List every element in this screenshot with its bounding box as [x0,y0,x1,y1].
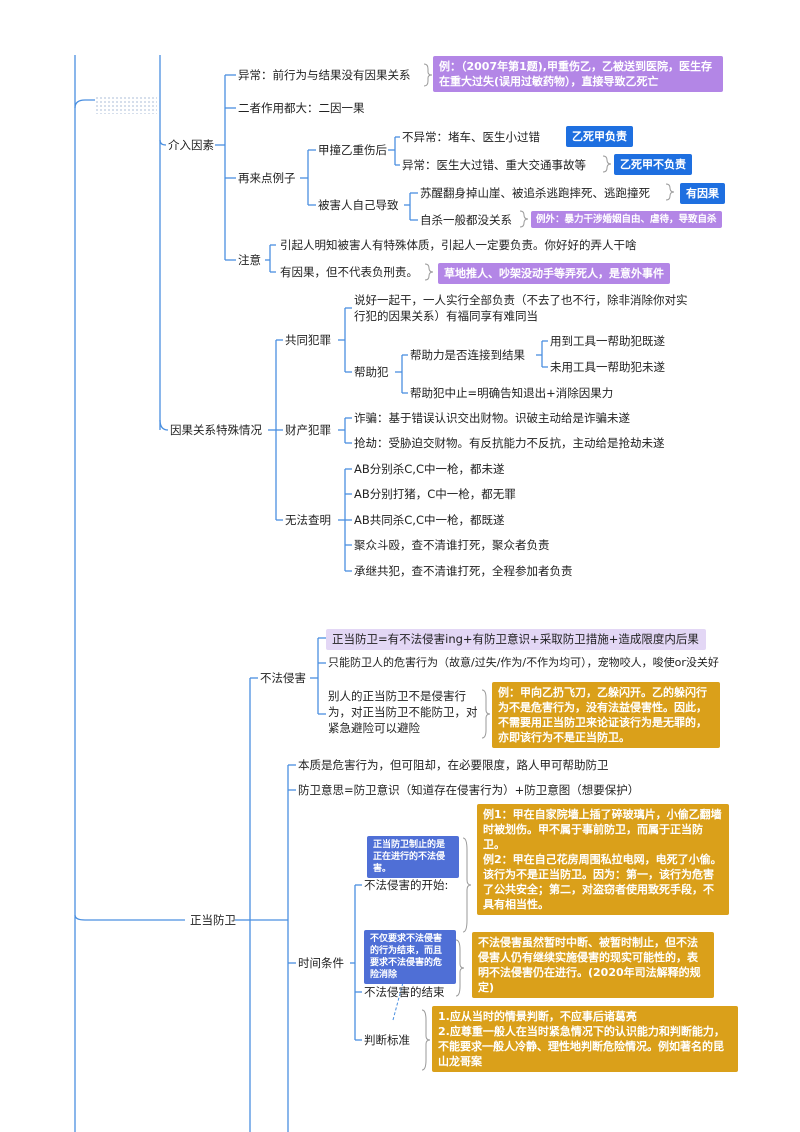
node-not-abnormal: 不异常：堵车、医生小过错 [402,130,540,144]
start-example-box: 例1：甲在自家院墙上插了碎玻璃片，小偷乙翻墙时被划伤。甲不属于事前防卫，而属于正… [477,804,729,915]
node-unlawful-infringement: 不法侵害 [260,671,306,685]
node-attention: 注意 [238,253,261,267]
node-abnormal: 异常：前行为与结果没有因果关系 [238,68,411,82]
node-fraud: 诈骗：基于错误认识交出财物。识破主动给是诈骗未遂 [354,411,630,425]
node-end: 不法侵害的结束 [364,985,445,999]
node-note-2: 有因果，但不代表负刑责。 [280,265,418,279]
node-unused-tool: 未用工具一帮助犯未遂 [550,360,665,374]
node-special-cases: 因果关系特殊情况 [170,423,262,437]
node-justified-defense: 正当防卫 [190,913,236,927]
node-cannot-determine: 无法查明 [285,513,331,527]
node-hit-injure: 甲撞乙重伤后 [318,143,387,157]
node-victim-self: 被害人自己导致 [318,198,399,212]
node-again-examples: 再来点例子 [238,171,296,185]
node-criterion: 判断标准 [364,1033,410,1047]
node-joint-crime: 共同犯罪 [285,333,331,347]
node-suicide: 自杀一般都没关系 [420,213,512,227]
tag-suicide-exception: 例外：暴力干涉婚姻自由、虐待，导致自杀 [531,211,722,228]
node-human-only: 只能防卫人的危害行为（故意/过失/作为/不作为均可），宠物咬人，唆使or没关好 [328,656,719,669]
node-robbery: 抢劫：受胁迫交财物。有反抗能力不反抗，主动给是抢劫未遂 [354,436,665,450]
node-help-force: 帮助力是否连接到结果 [410,348,525,362]
tag-has-causation: 有因果 [680,183,725,204]
node-intervening: 介入因素 [168,138,214,152]
tag-victim-dies-not-liable: 乙死甲不负责 [614,154,692,175]
node-time-condition: 时间条件 [298,956,344,970]
node-essence: 本质是危害行为，但可阻却，在必要限度，路人甲可帮助防卫 [298,758,609,772]
end-example-box: 不法侵害虽然暂时中断、被暂时制止，但不法侵害人仍有继续实施侵害的现实可能性的，表… [472,932,714,998]
node-used-tool: 用到工具一帮助犯既遂 [550,334,665,348]
node-note-1: 引起人明知被害人有特殊体质，引起人一定要负责。你好好的弄人干啥 [280,238,637,252]
node-unknown-2: AB分别打猪，C中一枪，都无罪 [354,487,516,501]
tag-victim-dies-liable: 乙死甲负责 [566,126,633,147]
others-example-box: 例：甲向乙扔飞刀，乙躲闪开。乙的躲闪行为不是危害行为，没有法益侵害性。因此，不需… [492,682,720,748]
tag-accident-event: 草地推人、吵架没动手等弄死人，是意外事件 [438,263,670,284]
node-help-stop: 帮助犯中止=明确告知退出+消除因果力 [410,386,614,400]
end-note-box: 不仅要求不法侵害的行为结束，而且要求不法侵害的危险消除 [364,930,456,984]
node-unknown-5: 承继共犯，查不清谁打死，全程参加者负责 [354,564,573,578]
node-unknown-3: AB共同杀C,C中一枪，都既遂 [354,513,505,527]
node-abnormal-2: 异常：医生大过错、重大交通事故等 [402,158,586,172]
node-accomplice: 帮助犯 [354,365,389,379]
node-unknown-4: 聚众斗殴，查不清谁打死，聚众者负责 [354,538,550,552]
node-property-crime: 财产犯罪 [285,423,331,437]
formula-box: 正当防卫=有不法侵害ing+有防卫意识+采取防卫措施+造成限度内后果 [326,629,706,650]
node-wake-fall: 苏醒翻身掉山崖、被追杀逃跑摔死、逃跑撞死 [420,186,650,200]
redacted-root-label [95,96,157,114]
node-others-defense: 别人的正当防卫不是侵害行为，对正当防卫不能防卫，对紧急避险可以避险 [328,689,478,735]
start-note-box: 正当防卫制止的是正在进行的不法侵害。 [367,836,459,878]
criterion-box: 1.应从当时的情景判断，不应事后诸葛亮 2.应尊重一般人在当时紧急情况下的认识能… [432,1006,738,1072]
abnormal-example-box: 例：（2007年第1题),甲重伤乙，乙被送到医院，医生存在重大过失(误用过敏药物… [433,56,723,92]
node-start: 不法侵害的开始: [364,878,449,892]
node-joint-agree: 说好一起干，一人实行全部负责（不去了也不行，除非消除你对实行犯的因果关系）有福同… [354,293,688,323]
node-unknown-1: AB分别杀C,C中一枪，都未遂 [354,462,505,476]
node-intent: 防卫意思=防卫意识（知道存在侵害行为）+防卫意图（想要保护） [298,783,640,797]
node-both-large: 二者作用都大：二因一果 [238,101,365,115]
